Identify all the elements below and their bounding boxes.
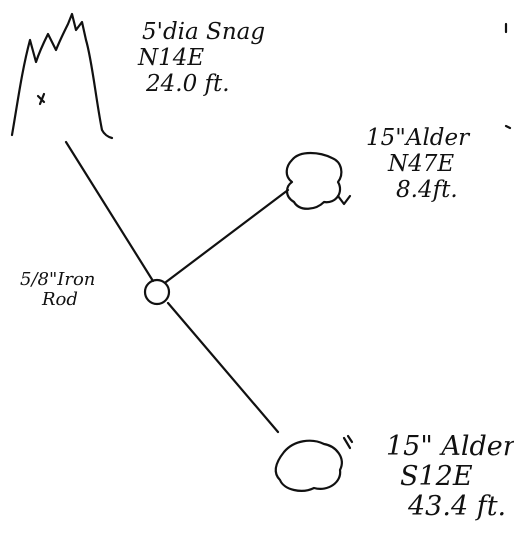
snag-tick [36,92,46,106]
snag-size: 5'dia Snag [142,19,266,45]
iron-rod-marker [143,278,171,306]
iron-rod-label: 5/8"Iron Rod [20,269,96,311]
snag-outline [10,12,114,140]
alder-1-distance: 8.4ft. [396,176,458,203]
alder-1-tick [336,194,352,206]
alder-2-outline [274,439,343,492]
snag-label: 5'dia Snag N14E 24.0 ft. [136,19,266,97]
iron-rod-size: 5/8"Iron [20,269,96,290]
line-to-snag [64,140,155,283]
alder-1-size: 15"Alder [366,125,470,151]
alder-1-bearing: N47E [388,150,455,177]
alder-2-distance: 43.4 ft. [408,491,507,523]
snag-bearing: N14E [138,44,205,71]
iron-rod-type: Rod [42,289,78,311]
alder-2-size: 15" Alder [386,431,514,462]
snag-distance: 24.0 ft. [146,70,230,97]
alder-2-bearing: S12E [400,461,473,493]
alder-1-label: 15"Alder N47E 8.4ft. [366,125,470,203]
margin-mark-mid [504,124,512,130]
alder-2-label: 15" Alder S12E 43.4 ft. [386,431,514,523]
line-to-alder-1 [164,188,290,284]
line-to-alder-2 [166,301,280,434]
alder-2-tick [342,434,354,450]
alder-1-outline [285,151,343,210]
